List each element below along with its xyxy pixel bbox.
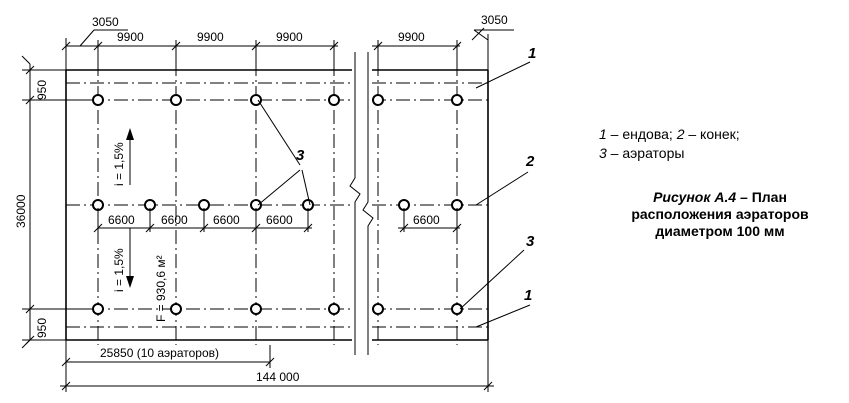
legend-text-aerators: – аэраторы <box>606 145 685 161</box>
area-label: F = 930,6 м² <box>154 255 168 322</box>
aerator <box>250 94 262 106</box>
aerator <box>170 303 182 315</box>
legend-number-ridge: 2 <box>676 126 685 142</box>
callout-leaders <box>257 61 531 328</box>
caption-line-1: Рисунок А.4 – План <box>596 189 844 206</box>
dim-total: 144 000 <box>256 370 300 384</box>
aerator <box>372 303 384 315</box>
legend-row-2: 3 – аэраторы <box>599 144 844 163</box>
legend-text-valley: – ендова; <box>606 126 677 142</box>
dim-spacing: 6600 <box>213 213 240 227</box>
callout-valley-top: 1 <box>528 45 536 62</box>
caption-line-3: диаметром 100 мм <box>655 223 785 239</box>
dim-spacing: 6600 <box>108 213 135 227</box>
slope-label-lower: i = 1,5% <box>112 248 126 292</box>
bottom-dimension-chain <box>60 340 494 392</box>
dim-edge-right: 3050 <box>481 13 508 27</box>
dim-span: 9900 <box>117 30 144 44</box>
callout-valley-bottom: 1 <box>524 287 532 304</box>
roof-plan-drawing: 3050 3050 9900 9900 9900 9900 950 36000 … <box>14 13 536 392</box>
horizontal-axes <box>66 82 488 328</box>
aerator <box>328 94 340 106</box>
dim-span: 9900 <box>398 30 425 44</box>
dim-span: 9900 <box>197 30 224 44</box>
left-dimension-chain <box>21 55 94 349</box>
dim-spacing: 6600 <box>266 213 293 227</box>
legend-number-aerators: 3 <box>599 145 607 161</box>
aerator <box>451 94 463 106</box>
callout-aerators-right: 3 <box>526 233 535 250</box>
slope-label-upper: i = 1,5% <box>112 142 126 186</box>
aerator <box>328 303 340 315</box>
dim-spacing: 6600 <box>161 213 188 227</box>
dim-spacing: 6600 <box>413 213 440 227</box>
caption-prefix: Рисунок А.4 <box>653 189 737 205</box>
aerator <box>170 94 182 106</box>
aerator <box>250 303 262 315</box>
callout-ridge: 2 <box>525 153 535 170</box>
legend-number-valley: 1 <box>599 126 607 142</box>
aerator <box>92 303 104 315</box>
dim-edge-left: 3050 <box>92 15 119 29</box>
aerator <box>372 94 384 106</box>
legend-text-ridge: – конек; <box>684 126 740 142</box>
caption-line-2: расположения аэраторов <box>631 206 809 222</box>
break-lines <box>349 52 374 355</box>
aerator <box>451 303 463 315</box>
dim-span: 9900 <box>276 30 303 44</box>
dim-margin-top: 950 <box>35 80 49 100</box>
dim-margin-bottom: 950 <box>35 318 49 338</box>
vertical-axes <box>97 62 458 345</box>
dim-partial: 25850 (10 аэраторов) <box>100 346 219 360</box>
spacing-dimension-chain <box>93 208 462 233</box>
dim-height: 36000 <box>14 194 28 228</box>
figure-caption: Рисунок А.4 – План расположения аэраторо… <box>596 189 844 240</box>
caption-line1-text: – План <box>736 189 787 205</box>
aerator <box>92 94 104 106</box>
slope-arrows <box>126 128 134 288</box>
top-dimension-chain <box>61 27 514 70</box>
legend: 1 – ендова; 2 – конек; 3 – аэраторы <box>599 125 844 163</box>
legend-row-1: 1 – ендова; 2 – конек; <box>599 125 844 144</box>
aerators <box>92 94 463 315</box>
callout-aerators-center: 3 <box>296 147 305 164</box>
